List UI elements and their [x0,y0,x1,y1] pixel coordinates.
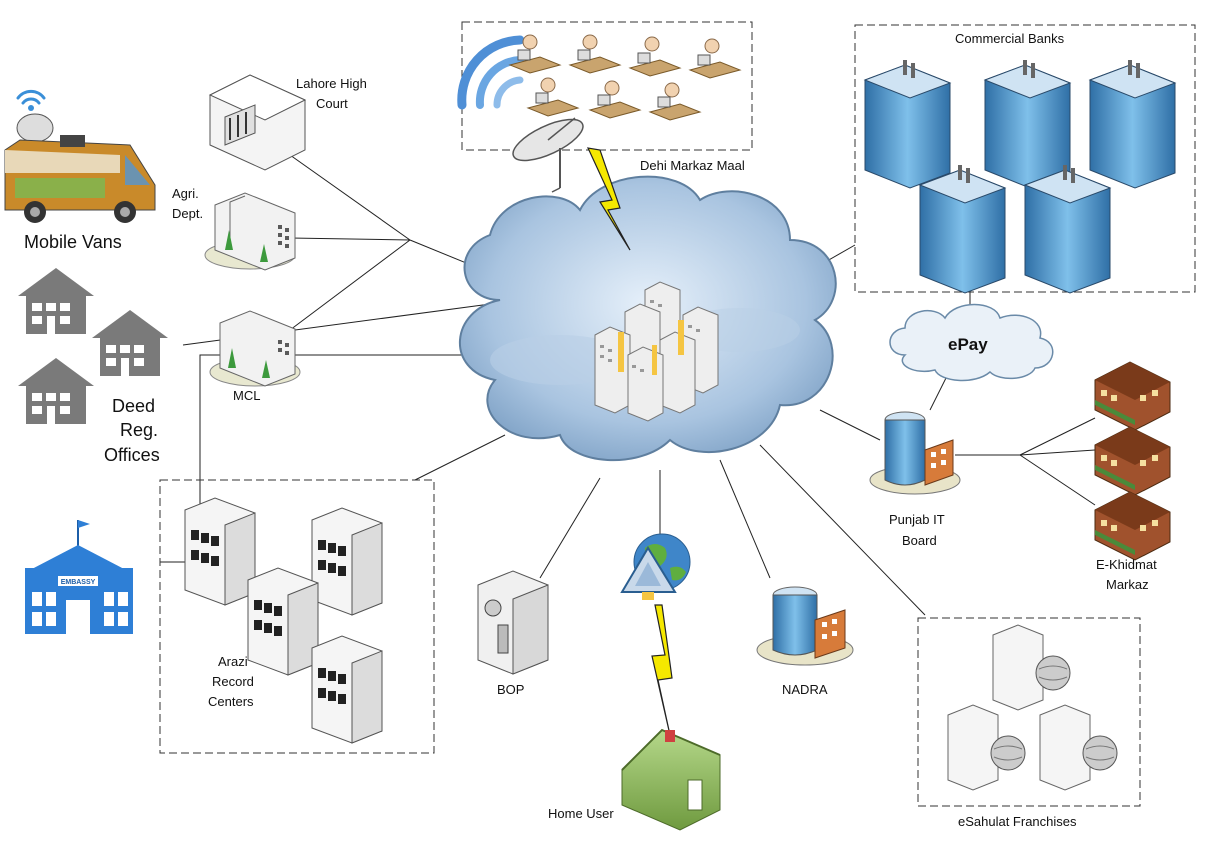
line-esahulat [759,444,926,616]
wifi-icon [16,89,46,105]
markaz-building-icon [1094,361,1171,561]
commercial-banks-box [854,24,1196,293]
wifi-icon [457,35,525,110]
lightning-icon [651,604,673,736]
line-mcl-hub [289,239,411,331]
label-esahulat: eSahulat Franchises [958,814,1077,829]
label-nadra: NADRA [782,682,828,697]
label-lahore-high-court-1: Lahore High [296,76,367,91]
label-home-user: Home User [548,806,614,821]
office-building-icon [209,310,301,387]
line-arazi [414,434,506,481]
label-mobile-vans: Mobile Vans [24,232,122,252]
label-agri-1: Agri. [172,186,199,201]
office-tower-icon [756,586,854,666]
epay-cloud-icon [889,303,1054,382]
label-arazi-1: Arazi [218,654,248,669]
label-arazi-2: Record [212,674,254,689]
lightning-icon [586,147,631,251]
court-building-icon [208,74,307,171]
line-khidmat-3 [1019,454,1096,506]
label-arazi-3: Centers [208,694,254,709]
label-lahore-high-court-2: Court [316,96,348,111]
arazi-box [159,479,435,754]
house-icon [621,728,721,831]
label-deed-3: Offices [104,445,160,465]
line-bop [539,477,601,579]
label-pitb-2: Board [902,533,937,548]
line-embassy [160,354,230,563]
label-agri-2: Dept. [172,206,203,221]
label-commercial-banks: Commercial Banks [955,31,1065,46]
label-deed-2: Reg. [120,420,158,440]
bank-building-icon [477,570,549,675]
server-building-icon [594,281,719,422]
label-pitb-1: Punjab IT [889,512,945,527]
esahulat-box [917,617,1141,807]
line-lahore-court [289,154,411,241]
line-khidmat-1 [1019,417,1096,456]
embassy-sign: EMBASSY [61,579,96,586]
label-ekhidmat-2: Markaz [1106,577,1149,592]
label-deed-1: Deed [112,396,155,416]
line-pitb [819,409,881,441]
label-mcl: MCL [233,388,260,403]
line-agri [289,237,411,241]
label-epay: ePay [948,335,988,354]
label-bop: BOP [497,682,524,697]
label-ekhidmat-1: E-Khidmat [1096,557,1157,572]
school-building-icon [18,268,168,424]
office-building-icon [204,192,296,271]
office-building-icon [184,497,383,744]
globe-icon [620,533,691,600]
van-icon [4,89,156,223]
line-nadra [719,459,771,579]
embassy-icon: EMBASSY [25,520,133,634]
line-khidmat-2 [1019,449,1096,456]
franchise-office-icon [947,624,1118,791]
bank-tower-icon [863,60,1177,294]
label-dehi-markaz-maal: Dehi Markaz Maal [640,158,745,173]
office-tower-icon [869,411,961,495]
operator-desks [508,34,742,121]
satellite-dish-icon [512,117,584,193]
